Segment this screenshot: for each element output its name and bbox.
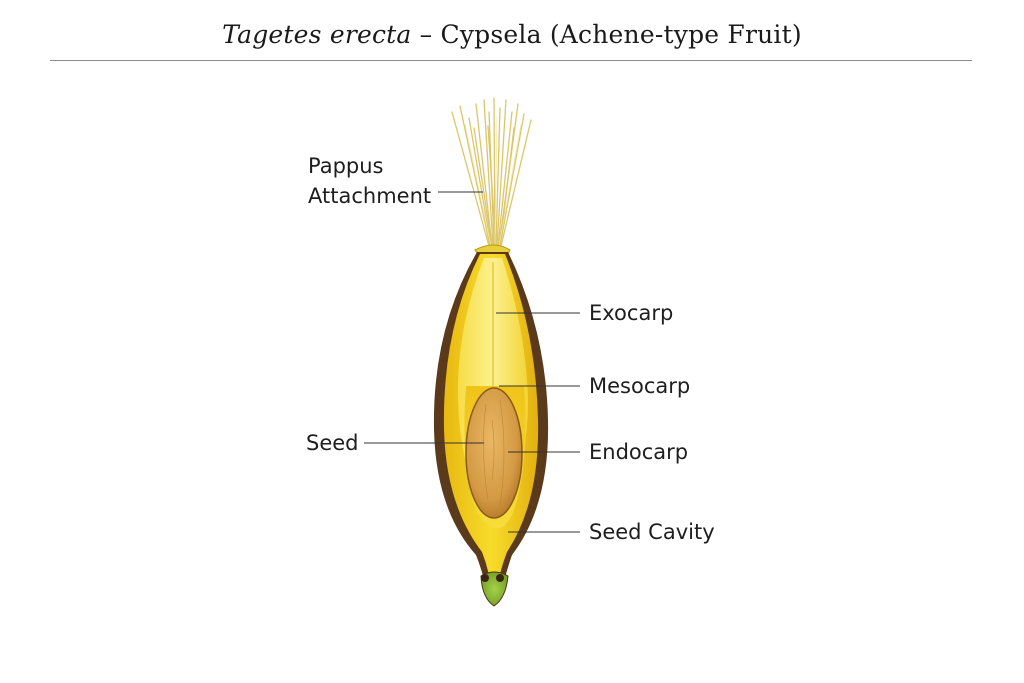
pappus-bristles-highlight [464, 115, 522, 247]
label-endocarp: Endocarp [589, 440, 689, 464]
label-seed-cavity: Seed Cavity [589, 520, 715, 544]
tip-dot-left [481, 574, 489, 582]
page-title: Tagetes erecta – Cypsela (Achene-type Fr… [0, 20, 1024, 49]
pappus-bristles [451, 97, 532, 247]
title-species: Tagetes erecta [222, 20, 412, 49]
label-exocarp: Exocarp [589, 301, 674, 325]
title-rest: – Cypsela (Achene-type Fruit) [411, 20, 802, 49]
label-pappus-line1: Pappus [308, 154, 384, 178]
title-divider [50, 60, 972, 61]
label-pappus-line2: Attachment [308, 184, 432, 208]
tip-dot-right [496, 574, 504, 582]
seed-texture [483, 399, 505, 507]
label-seed: Seed [306, 431, 359, 455]
label-mesocarp: Mesocarp [589, 374, 691, 398]
